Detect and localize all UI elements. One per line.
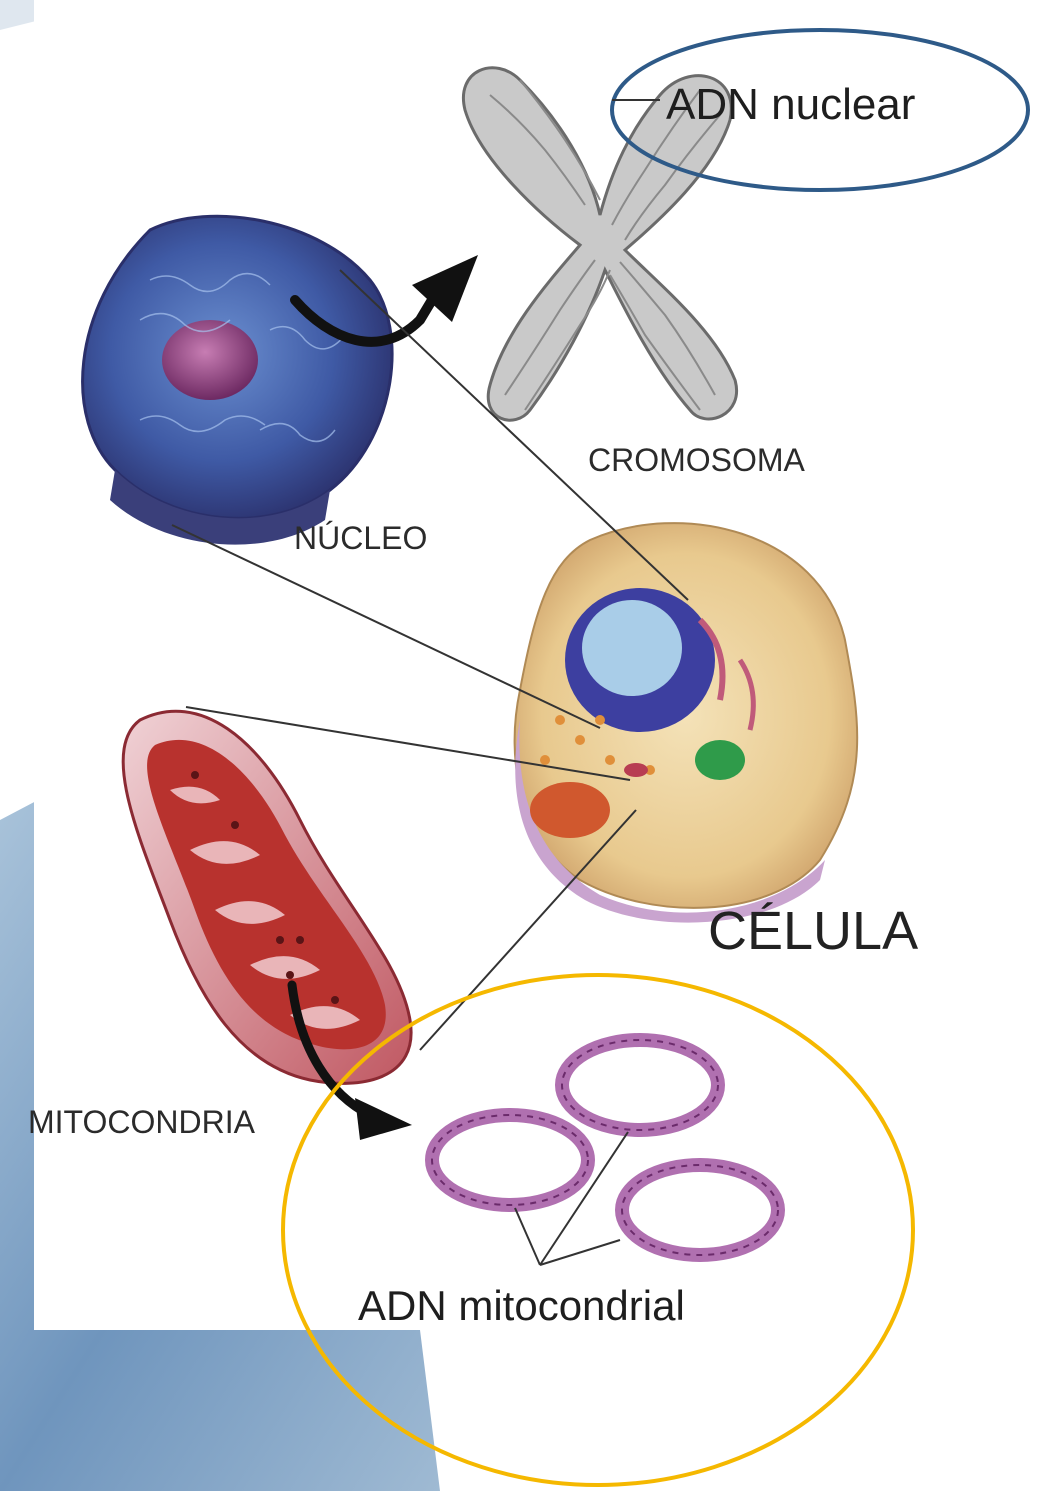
mitocondria-label: MITOCONDRIA <box>28 1104 255 1141</box>
celula-label: CÉLULA <box>708 900 918 962</box>
nucleo-label: NÚCLEO <box>294 520 427 557</box>
adn-mitocondrial-label: ADN mitocondrial <box>358 1282 685 1330</box>
cell-illustration <box>515 523 858 922</box>
adn-nuclear-label: ADN nuclear <box>666 80 915 130</box>
cromosoma-label: CROMOSOMA <box>588 442 805 479</box>
